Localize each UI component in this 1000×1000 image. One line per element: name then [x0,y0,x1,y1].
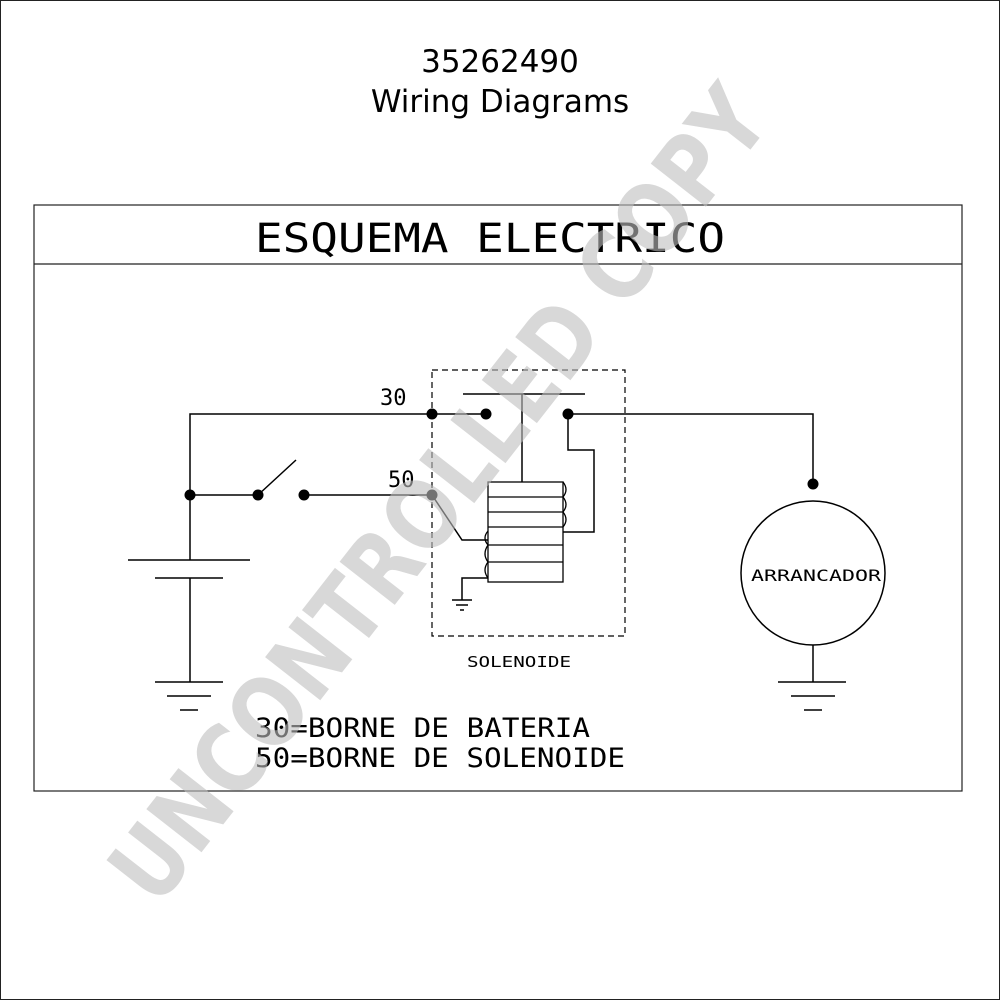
switch-pivot-dot [252,489,264,501]
starter-terminal-dot [807,478,819,490]
starter-label: ARRANCADOR [751,566,881,585]
starter-ground-symbol [778,681,846,711]
wire-solenoid-to-starter [568,413,814,484]
battery-symbol [128,559,250,579]
part-number: 35262490 [421,44,579,80]
wire-coil-to-ground [461,577,488,600]
switch-contact-dot [298,489,310,501]
battery-junction-dot [184,489,196,501]
battery-ground-symbol [155,681,223,711]
terminal-30-label: 30 [380,386,407,411]
wire-terminal-30-to-battery [189,413,432,560]
diagram-title: ESQUEMA ELECTRICO [255,216,725,262]
page-subtitle: Wiring Diagrams [370,84,630,120]
ignition-switch-blade [257,459,297,496]
solenoid-enclosure [431,369,626,637]
wire-hold-coil-return [563,414,595,533]
terminal-50-label: 50 [388,468,415,493]
contact-dot-left [480,408,492,420]
legend-line-1: 30=BORNE DE BATERIA [255,713,590,744]
terminal-50-dot [426,489,438,501]
junction-dots [184,408,819,501]
wire-terminal-50-to-coil [431,494,488,541]
wires [189,393,814,682]
starter-motor [740,500,886,646]
solenoid-label: SOLENOIDE [467,653,571,671]
diagram-frame [33,204,963,792]
solenoid-coil [484,481,567,583]
legend-line-2: 50=BORNE DE SOLENOIDE [255,743,625,774]
page-header: 35262490 Wiring Diagrams [0,42,1000,122]
terminal-30-dot [426,408,438,420]
contact-dot-right [562,408,574,420]
